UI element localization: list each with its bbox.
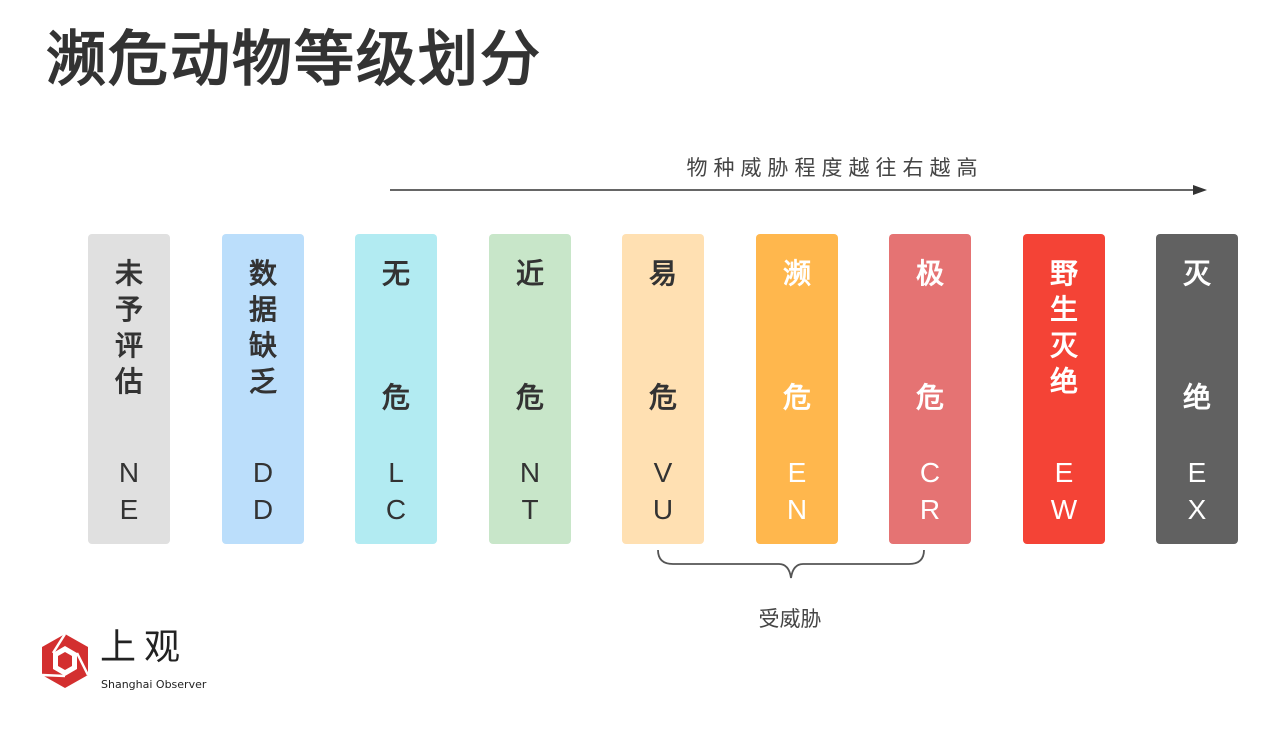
- category-code-letter: W: [1050, 494, 1078, 525]
- category-code-letter: V: [653, 457, 673, 488]
- category-name-char: 危: [381, 381, 410, 414]
- category-name-cn: 数据缺乏: [222, 256, 304, 416]
- category-name-char: 极: [915, 257, 944, 290]
- category-name-char: 危: [648, 381, 677, 414]
- category-name-char: 评: [114, 329, 143, 362]
- category-code-letter: E: [119, 494, 139, 525]
- category-code-letter: D: [252, 494, 274, 525]
- category-name-cn: 近危: [489, 256, 571, 416]
- logo-text-en: Shanghai Observer: [101, 678, 207, 691]
- category-name-char: 无: [381, 257, 410, 290]
- category-code-letter: E: [1187, 457, 1207, 488]
- category-name-cn: 未予评估: [88, 256, 170, 416]
- category-name-char: 绝: [1049, 365, 1078, 398]
- category-code-letter: N: [118, 457, 140, 488]
- category-name-char: 予: [114, 293, 143, 326]
- threatened-brace: [657, 549, 925, 579]
- logo-text-cn: 上观: [100, 627, 189, 668]
- category-code-letter: X: [1187, 494, 1207, 525]
- category-name-char: 估: [114, 365, 143, 398]
- category-name-char: 据: [248, 293, 277, 326]
- category-code-letter: D: [252, 457, 274, 488]
- category-name-char: 濒: [782, 257, 811, 290]
- category-name-cn: 野生灭绝: [1023, 256, 1105, 416]
- category-name-char: 数: [248, 257, 277, 290]
- category-name-cn: 灭绝: [1156, 256, 1238, 416]
- category-name-char: 危: [515, 381, 544, 414]
- threat-arrow: [390, 185, 1207, 195]
- category-name-cn: 濒危: [756, 256, 838, 416]
- category-code-letter: L: [388, 457, 404, 488]
- category-code-letter: N: [786, 494, 808, 525]
- category-name-cn: 无危: [355, 256, 437, 416]
- category-code-letter: R: [919, 494, 941, 525]
- threatened-label: 受威胁: [758, 607, 822, 631]
- threat-direction-label: 物种威胁程度越往右越高: [686, 156, 984, 180]
- category-name-char: 乏: [248, 365, 277, 398]
- category-code-letter: E: [1054, 457, 1074, 488]
- category-name-char: 近: [515, 257, 544, 290]
- page-title: 濒危动物等级划分: [46, 25, 542, 95]
- category-name-char: 绝: [1182, 381, 1211, 414]
- category-code-letter: N: [519, 457, 541, 488]
- category-name-char: 灭: [1049, 329, 1078, 362]
- category-name-char: 未: [114, 257, 143, 290]
- category-name-char: 野: [1049, 257, 1078, 290]
- category-code-letter: C: [919, 457, 941, 488]
- category-name-char: 易: [648, 257, 677, 290]
- category-name-char: 缺: [248, 329, 277, 362]
- category-name-cn: 易危: [622, 256, 704, 416]
- category-name-char: 危: [915, 381, 944, 414]
- category-code-letter: C: [385, 494, 407, 525]
- category-name-cn: 极危: [889, 256, 971, 416]
- category-name-char: 危: [782, 381, 811, 414]
- category-code-letter: T: [521, 494, 539, 525]
- category-name-char: 生: [1049, 293, 1078, 326]
- shanghai-observer-logo-icon: [41, 633, 90, 688]
- category-name-char: 灭: [1182, 257, 1211, 290]
- category-code-letter: U: [652, 494, 674, 525]
- category-code-letter: E: [787, 457, 807, 488]
